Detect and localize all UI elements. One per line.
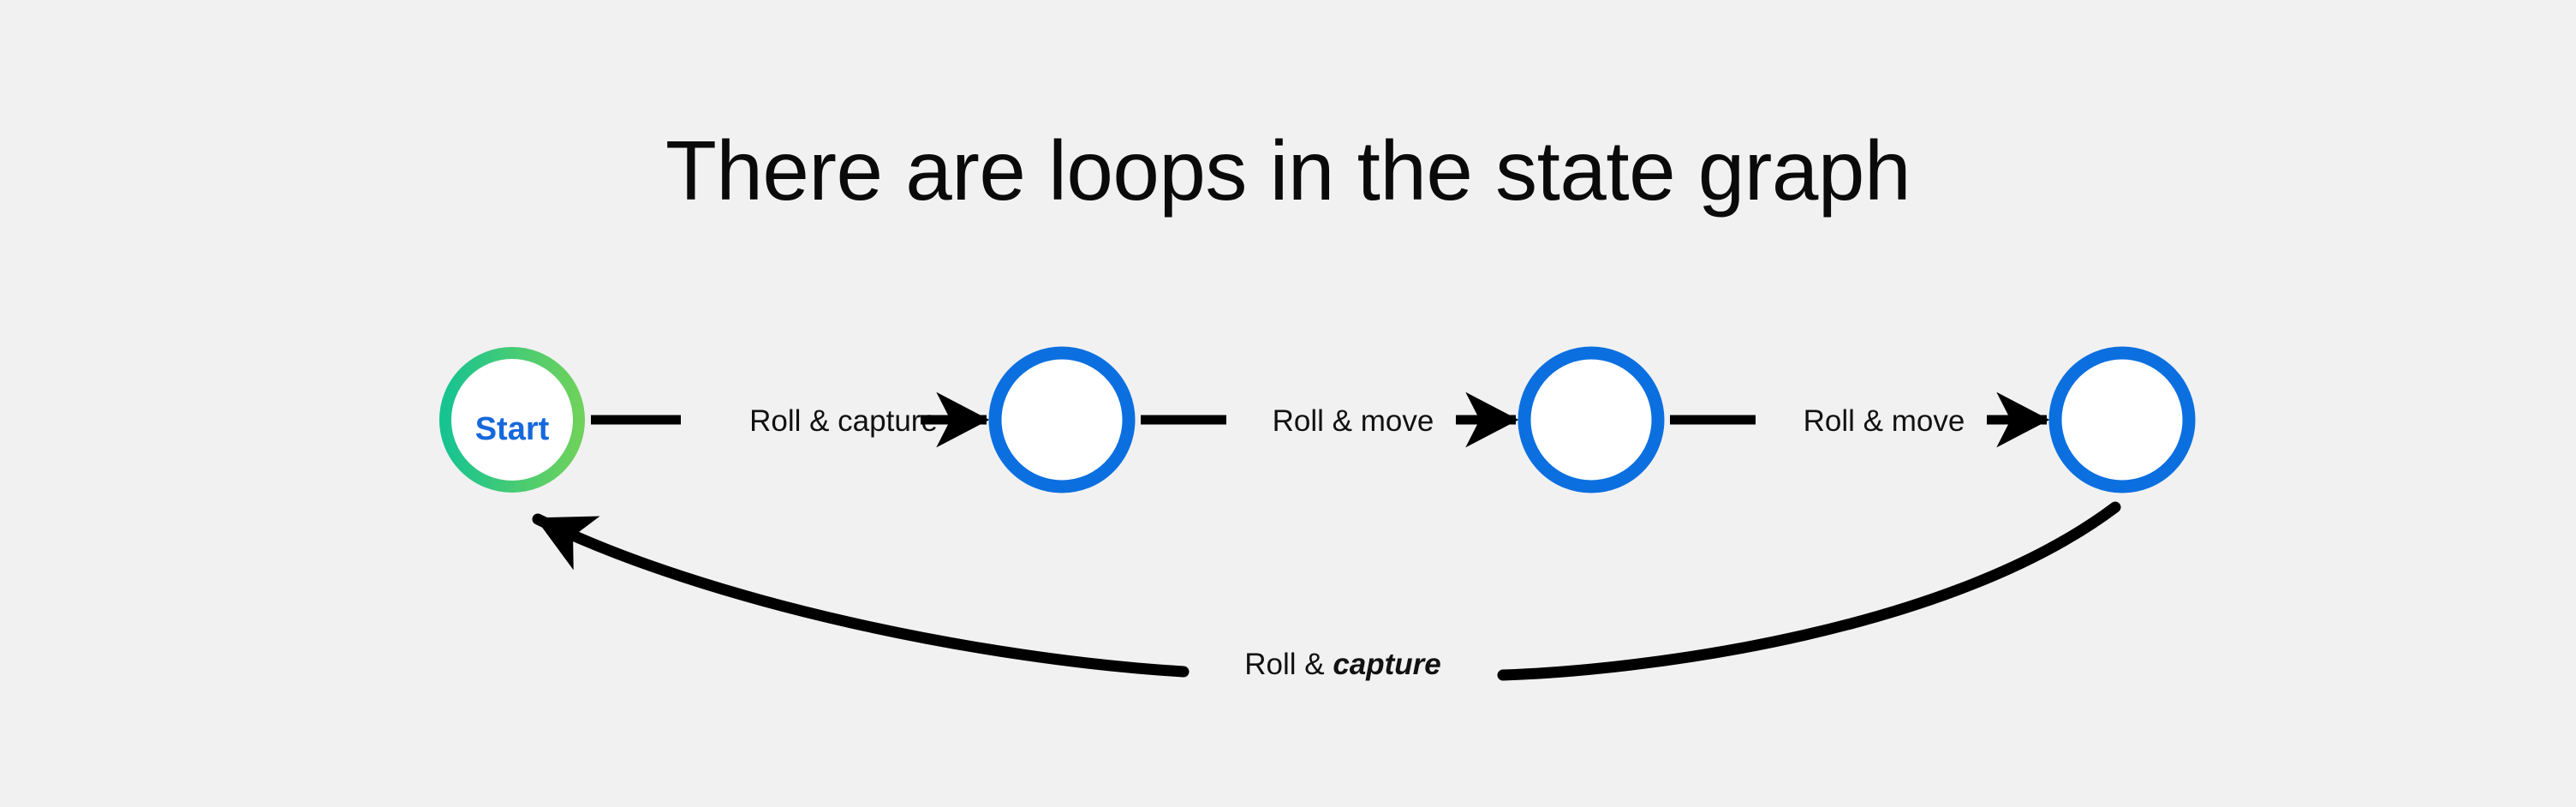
- node-s1-ring: [988, 346, 1136, 493]
- edge-s2-to-s3: Roll & move: [1670, 404, 1965, 438]
- edge-label-4-plain: Roll &: [1244, 648, 1333, 681]
- edge-s1-to-s2: Roll & move: [1141, 404, 1434, 438]
- page-title: There are loops in the state graph: [665, 123, 1911, 218]
- node-start-label: Start: [475, 411, 550, 447]
- node-start-ring: [439, 347, 585, 493]
- node-s2-ring: [1518, 346, 1665, 493]
- node-s1[interactable]: [988, 346, 1136, 493]
- node-s2-fill: [1524, 353, 1658, 487]
- node-s3-fill: [2055, 353, 2189, 487]
- node-s2[interactable]: [1518, 346, 1665, 493]
- edge-label-3: Roll & move: [1804, 404, 1965, 438]
- edge-s3-to-start-loop: Roll & capture: [532, 501, 2121, 681]
- node-start[interactable]: Start: [439, 347, 585, 493]
- loop-curve-right: [1497, 501, 2121, 681]
- edge-label-2: Roll & move: [1273, 404, 1434, 438]
- node-s3[interactable]: [2048, 346, 2196, 493]
- node-s3-ring: [2048, 346, 2196, 493]
- loop-curve-left: [532, 513, 1190, 678]
- node-start-fill: [445, 353, 579, 487]
- edge-label-4-emphasis: capture: [1333, 648, 1440, 681]
- edge-label-1: Roll & capture: [749, 404, 938, 438]
- edge-label-4: Roll & capture: [1244, 648, 1441, 681]
- edge-start-to-s1: Roll & capture: [591, 404, 938, 438]
- node-s1-fill: [995, 353, 1129, 487]
